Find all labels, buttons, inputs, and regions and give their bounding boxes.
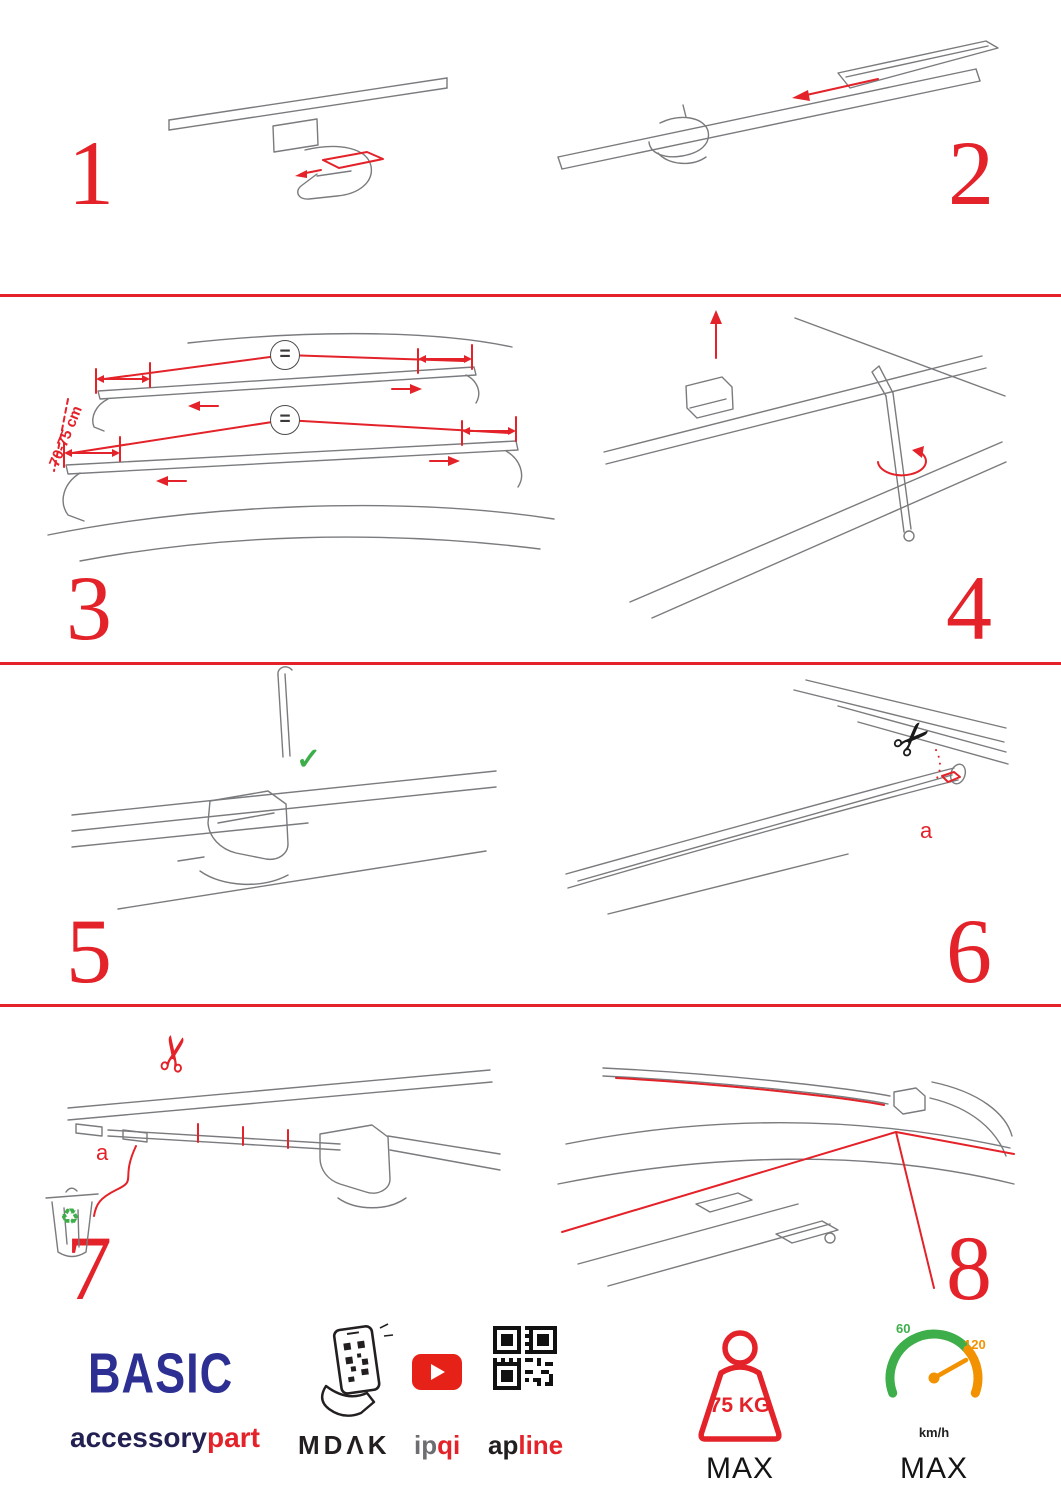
- step2-illustration: [557, 40, 999, 170]
- step-number-1: 1: [68, 122, 114, 224]
- speed-unit-label: km/h: [918, 1425, 950, 1440]
- step-8-panel: [548, 1012, 1018, 1300]
- step-5-panel: ✓: [58, 665, 513, 937]
- step-number-4: 4: [946, 557, 992, 659]
- step-7-panel: ✂ a ♻: [38, 1012, 513, 1277]
- scissors-icon: ✂: [146, 1029, 206, 1079]
- partner-apline: apline: [488, 1430, 563, 1461]
- step-number-8: 8: [946, 1217, 992, 1319]
- speedometer-icon: 60 120 km/h: [878, 1320, 990, 1439]
- speed-max-label: MAX: [899, 1452, 968, 1485]
- partner-ipqi: ipqi: [414, 1430, 460, 1461]
- wordmark-red: part: [207, 1422, 260, 1453]
- partner-apline-black: ap: [488, 1430, 519, 1460]
- wordmark: accessorypart: [70, 1422, 260, 1454]
- partner-ipqi-red: qi: [437, 1430, 461, 1460]
- step-2-panel: [540, 25, 1010, 220]
- part-label-a: a: [96, 1140, 109, 1165]
- weight-limit-value: 75 KG: [709, 1394, 771, 1417]
- section-divider-2: [0, 662, 1061, 665]
- recycle-icon: ♻: [60, 1204, 80, 1229]
- section-divider-1: [0, 294, 1061, 297]
- step-number-2: 2: [948, 122, 994, 224]
- speed-high-label: 120: [964, 1337, 986, 1352]
- wordmark-black: accessory: [70, 1422, 208, 1453]
- weight-max-label: MAX: [705, 1452, 774, 1485]
- step-4-panel: [590, 300, 1010, 625]
- partner-ipqi-gray: ip: [414, 1430, 438, 1460]
- step-1-panel: [155, 58, 465, 253]
- youtube-icon: [412, 1354, 462, 1390]
- speed-low-label: 60: [896, 1321, 911, 1336]
- step-3-panel: = = 70-75 cm: [38, 303, 563, 578]
- part-label-a: a: [920, 818, 933, 843]
- equal-badge-bottom: =: [270, 405, 300, 435]
- partner-apline-red: line: [518, 1430, 564, 1460]
- step3-illustration: [47, 332, 555, 562]
- step1-illustration: [168, 77, 448, 200]
- check-icon: ✓: [296, 743, 322, 776]
- section-divider-3: [0, 1004, 1061, 1007]
- equal-badge-top: =: [270, 340, 300, 370]
- step-number-3: 3: [66, 557, 112, 659]
- step6-illustration: [565, 679, 1009, 915]
- step8-illustration: [557, 1067, 1015, 1289]
- qr-code: [493, 1326, 557, 1390]
- step-number-5: 5: [66, 900, 112, 1002]
- brand-logo: BASIC: [88, 1341, 234, 1405]
- step-6-panel: ✂ a: [548, 678, 1010, 940]
- step7-illustration: [45, 1069, 501, 1258]
- partner-mdak: MDΛK: [298, 1430, 391, 1460]
- step5-illustration: [71, 666, 497, 910]
- phone-qr-icon: [310, 1322, 398, 1424]
- step-number-7: 7: [66, 1217, 112, 1319]
- step-number-6: 6: [946, 900, 992, 1002]
- step4-illustration: [603, 310, 1007, 619]
- weight-limit-icon: [688, 1322, 792, 1444]
